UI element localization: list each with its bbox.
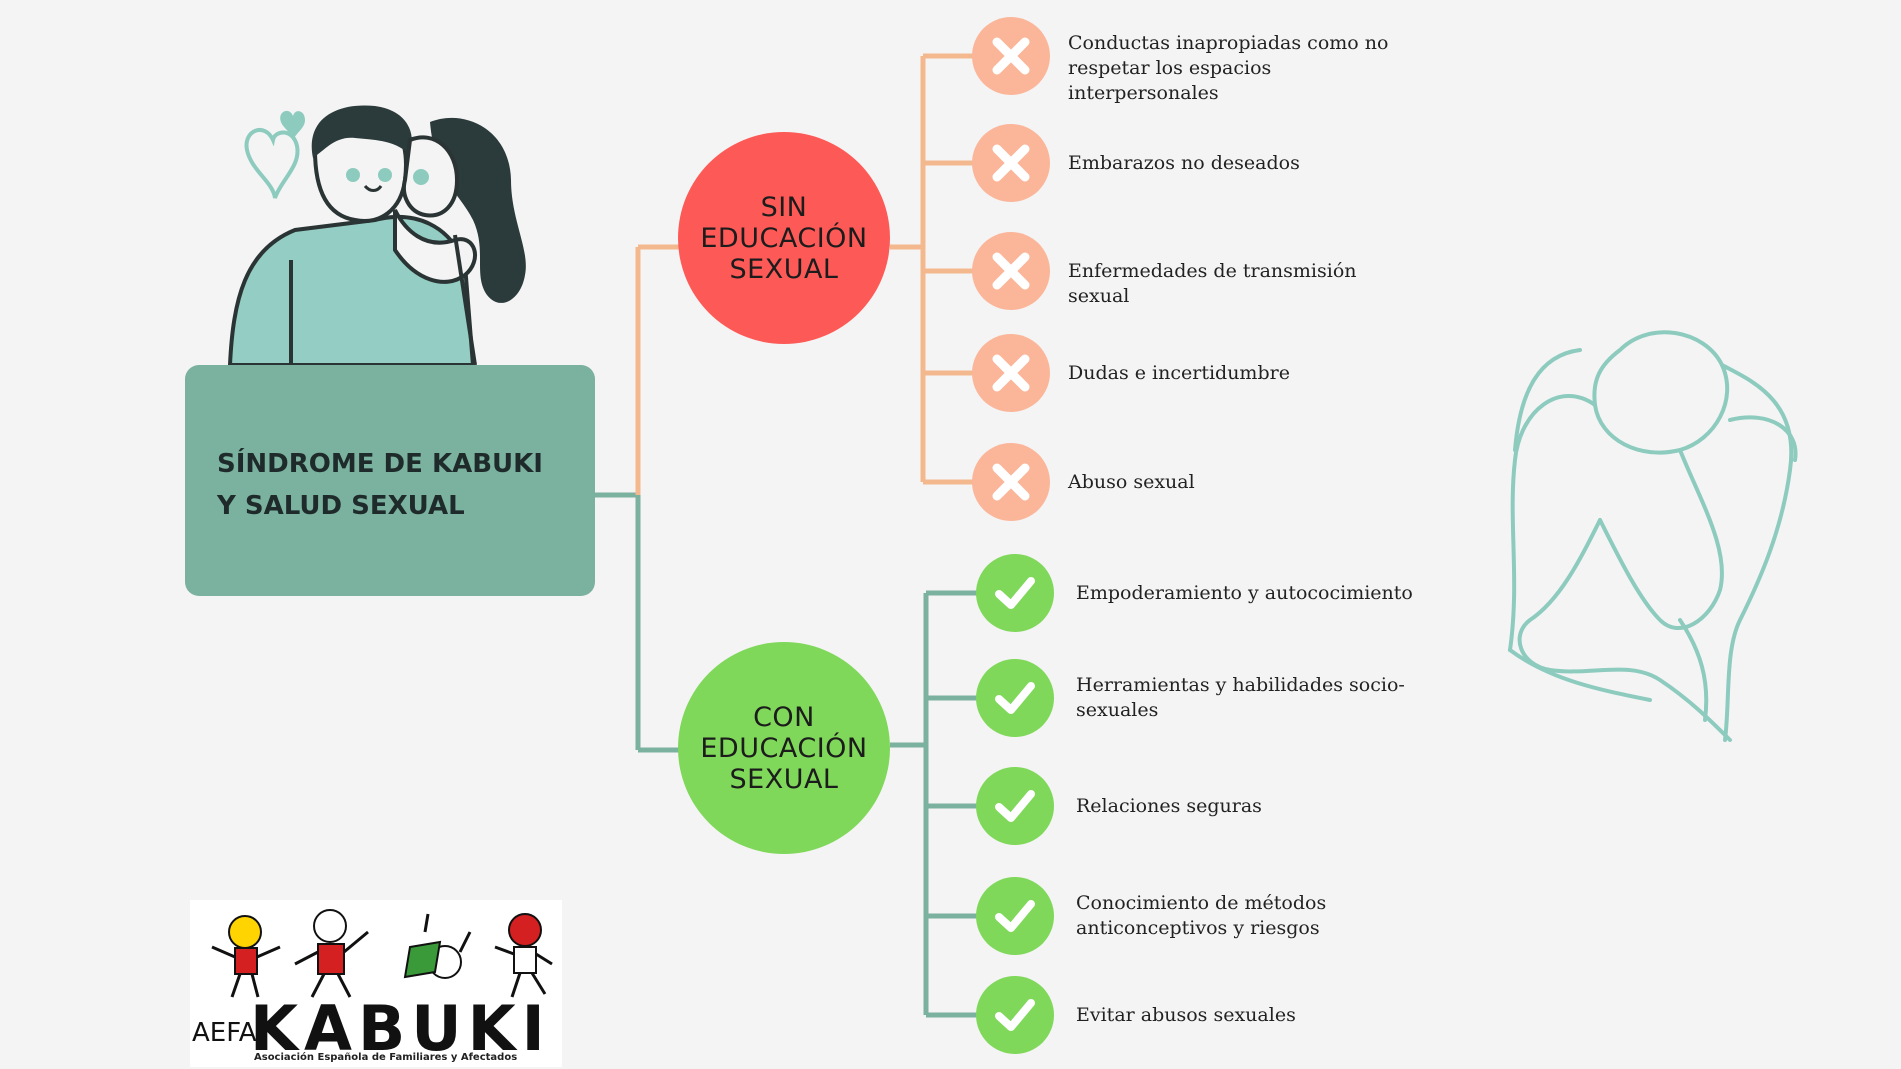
sin-item-icon (972, 124, 1050, 202)
sin-item-text: Enfermedades de transmisión sexual (1068, 259, 1357, 307)
title-line-2: Y SALUD SEXUAL (217, 491, 465, 521)
con-item-text: Empoderamiento y autococimiento (1076, 581, 1413, 604)
embrace-line-drawing (1508, 330, 1798, 742)
con-item-text: Conocimiento de métodos anticonceptivos … (1076, 892, 1327, 939)
check-icon (995, 900, 1035, 932)
cross-icon (992, 463, 1030, 501)
con-item-text: Relaciones seguras (1076, 794, 1262, 817)
sin-item-icon (972, 334, 1050, 412)
sin-item-icon (972, 443, 1050, 521)
sin-educacion-label: SIN EDUCACIÓN SEXUAL (700, 191, 868, 285)
cross-icon (992, 354, 1030, 392)
sin-item-text: Embarazos no deseados (1068, 151, 1300, 174)
con-item-icon (976, 976, 1054, 1054)
con-item-icon (976, 767, 1054, 845)
kids-illustration-icon (211, 909, 553, 998)
sin-item-text: Dudas e incertidumbre (1068, 361, 1290, 384)
cross-icon (992, 37, 1030, 75)
check-icon (995, 682, 1035, 714)
sin-item-text: Conductas inapropiadas como no respetar … (1068, 32, 1389, 104)
aefa-kabuki-logo: AEFA KABUKI Asociación Española de Famil… (190, 900, 562, 1067)
con-educacion-circle: CON EDUCACIÓN SEXUAL (678, 642, 890, 854)
check-icon (995, 999, 1035, 1031)
con-educacion-label: CON EDUCACIÓN SEXUAL (700, 701, 868, 795)
diagram-title: SÍNDROME DE KABUKI Y SALUD SEXUAL (217, 443, 577, 527)
sin-item-text: Abuso sexual (1068, 470, 1195, 493)
logo-kabuki-text: KABUKI (250, 992, 551, 1065)
sin-item-icon (972, 17, 1050, 95)
cross-icon (992, 252, 1030, 290)
sin-educacion-circle: SIN EDUCACIÓN SEXUAL (678, 132, 890, 344)
con-item-text: Evitar abusos sexuales (1076, 1003, 1296, 1026)
check-icon (995, 790, 1035, 822)
cross-icon (992, 144, 1030, 182)
sin-item-icon (972, 232, 1050, 310)
con-item-icon (976, 877, 1054, 955)
logo-aefa-text: AEFA (192, 1018, 257, 1048)
couple-illustration (227, 105, 526, 365)
title-line-1: SÍNDROME DE KABUKI (217, 449, 543, 479)
check-icon (995, 577, 1035, 609)
con-item-icon (976, 554, 1054, 632)
title-box: SÍNDROME DE KABUKI Y SALUD SEXUAL (185, 365, 595, 596)
con-item-icon (976, 659, 1054, 737)
logo-subtitle: Asociación Española de Familiares y Afec… (254, 1052, 518, 1063)
con-item-text: Herramientas y habilidades socio- sexual… (1076, 674, 1405, 721)
